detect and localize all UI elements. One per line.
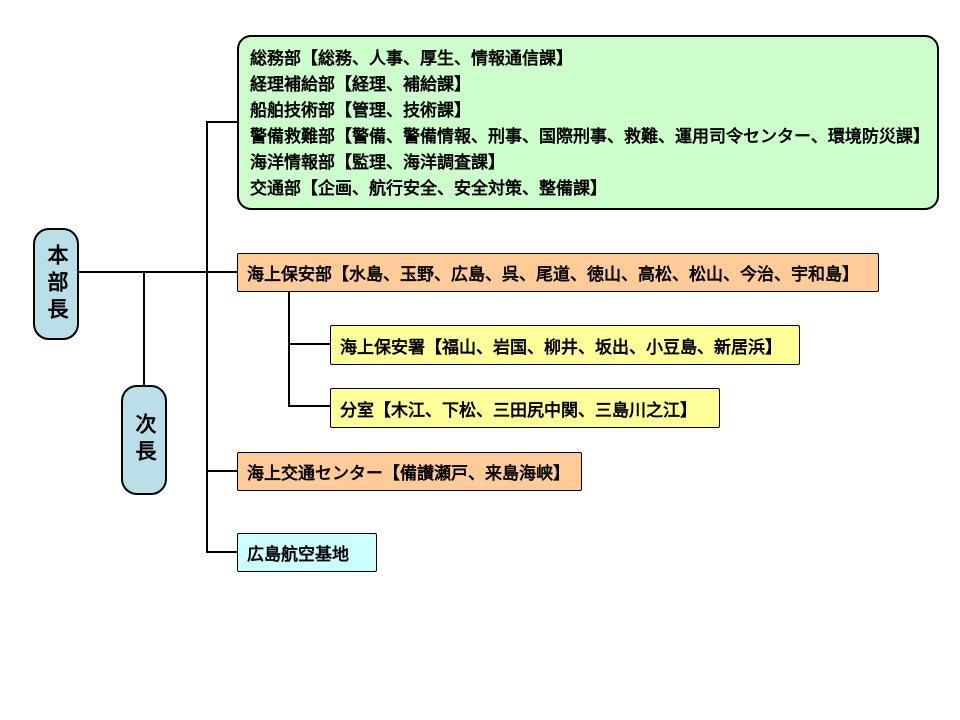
node-traffic-center: 海上交通センター【備讃瀬戸、来島海峡】 (237, 452, 582, 491)
connector-branch-branchoffice (288, 405, 330, 407)
connector-branch-airbase (206, 551, 237, 553)
node-branch-office-label: 分室【木江、下松、三田尻中関、三島川之江】 (340, 400, 697, 420)
connector-deputy-drop (143, 271, 145, 385)
connector-sub-trunk (288, 292, 290, 407)
node-coast-guard-office: 海上保安部【水島、玉野、広島、呉、尾道、徳山、高松、松山、今治、宇和島】 (237, 253, 879, 292)
node-traffic-center-label: 海上交通センター【備讃瀬戸、来島海峡】 (247, 464, 570, 483)
node-coast-guard-station-label: 海上保安署【福山、岩国、柳井、坂出、小豆島、新居浜】 (340, 337, 782, 357)
department-line-traffic: 交通部【企画、航行安全、安全対策、整備課】 (250, 179, 607, 198)
node-chief: 本部長 (33, 228, 79, 340)
node-air-base: 広島航空基地 (237, 533, 377, 572)
node-deputy: 次長 (121, 385, 167, 495)
node-departments: 総務部【総務、人事、厚生、情報通信課】 経理補給部【経理、補給課】 船舶技術部【… (237, 35, 939, 210)
connector-main-trunk (206, 121, 208, 553)
department-line-general-affairs: 総務部【総務、人事、厚生、情報通信課】 (250, 49, 573, 68)
department-line-hydrographic: 海洋情報部【監理、海洋調査課】 (250, 153, 505, 172)
department-line-security-rescue: 警備救難部【警備、警備情報、刑事、国際刑事、救難、運用司令センター、環境防災課】 (250, 127, 930, 146)
node-chief-label: 本部長 (45, 243, 68, 325)
node-coast-guard-office-label: 海上保安部【水島、玉野、広島、呉、尾道、徳山、高松、松山、今治、宇和島】 (247, 265, 859, 284)
department-line-vessel-tech: 船舶技術部【管理、技術課】 (250, 101, 471, 120)
connector-branch-station (288, 343, 330, 345)
department-line-accounting: 経理補給部【経理、補給課】 (250, 75, 471, 94)
node-branch-office: 分室【木江、下松、三田尻中関、三島川之江】 (330, 388, 720, 428)
connector-branch-departments (206, 121, 237, 123)
node-air-base-label: 広島航空基地 (247, 545, 349, 564)
connector-branch-traffic (206, 470, 237, 472)
node-coast-guard-station: 海上保安署【福山、岩国、柳井、坂出、小豆島、新居浜】 (330, 325, 800, 365)
node-deputy-label: 次長 (133, 413, 156, 467)
connector-branch-office (206, 271, 237, 273)
